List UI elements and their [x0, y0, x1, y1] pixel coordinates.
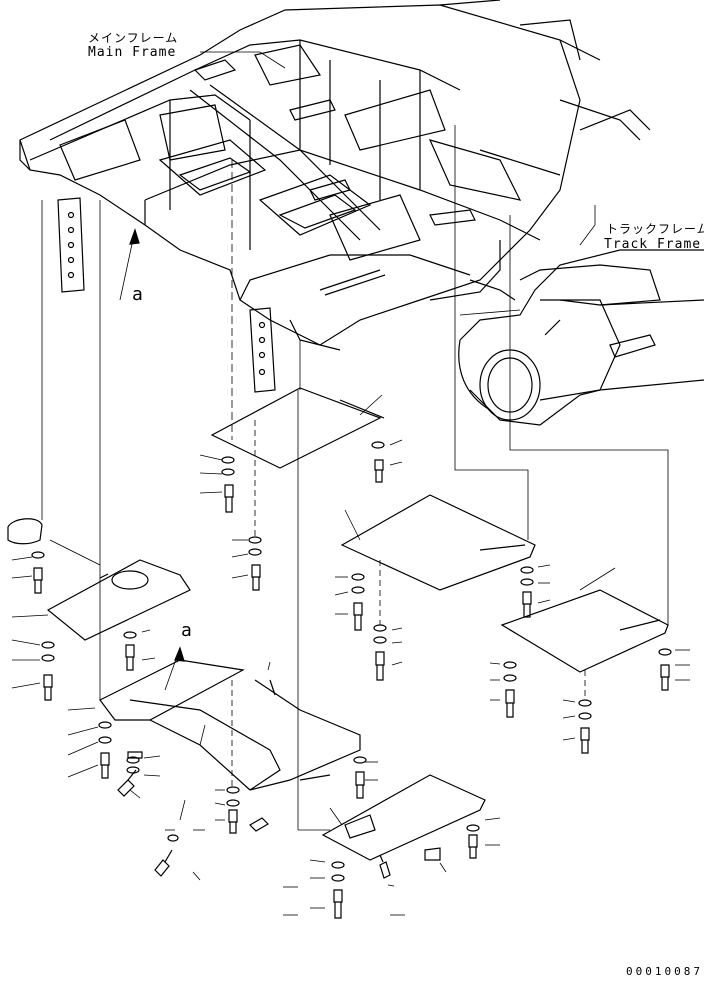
bolt — [581, 728, 589, 753]
assembly-lines — [42, 125, 668, 830]
bolt — [225, 485, 233, 512]
bolt — [334, 890, 342, 918]
clip — [250, 818, 268, 831]
main-frame-label-en: Main Frame — [88, 45, 177, 60]
hardware-group — [32, 442, 671, 918]
bolt — [356, 772, 364, 798]
bolt — [118, 770, 136, 796]
frame-bracket-center — [250, 308, 275, 392]
bolt — [375, 460, 383, 482]
bolt — [44, 675, 52, 700]
bolt — [252, 565, 260, 590]
bolt — [229, 810, 237, 833]
main-frame-label-ja: メインフレーム — [88, 31, 179, 45]
bolt — [126, 645, 134, 670]
bolt — [469, 835, 477, 858]
cover-plate-left — [48, 560, 190, 640]
track-frame-label-en: Track Frame — [604, 237, 702, 252]
rubber-cap — [8, 519, 42, 544]
cover-plate-far-right — [502, 590, 668, 672]
cover-plate-upper-center — [212, 388, 384, 468]
bolt — [661, 665, 669, 690]
bolt — [380, 855, 390, 878]
track-frame-label-ja: トラックフレーム — [606, 222, 704, 236]
bolt — [34, 568, 42, 593]
cover-plate-bottom-right — [323, 775, 485, 860]
cover-plate-bottom-large — [100, 660, 360, 790]
ref-arrows — [130, 230, 184, 661]
bolt — [523, 592, 531, 617]
cover-plate-middle-right — [342, 495, 535, 590]
bolt — [101, 753, 109, 778]
bolt — [155, 850, 172, 876]
leader-lines — [12, 52, 690, 915]
bolt — [376, 652, 384, 680]
reference-label-a: a — [181, 620, 192, 641]
bolt — [506, 690, 514, 717]
main-frame — [20, 0, 650, 350]
bolt — [354, 603, 362, 630]
clip — [128, 752, 142, 758]
frame-bracket-left — [58, 198, 84, 292]
track-frame — [459, 250, 704, 425]
document-number: 00010087 — [626, 965, 703, 978]
reference-label-a: a — [132, 284, 143, 305]
